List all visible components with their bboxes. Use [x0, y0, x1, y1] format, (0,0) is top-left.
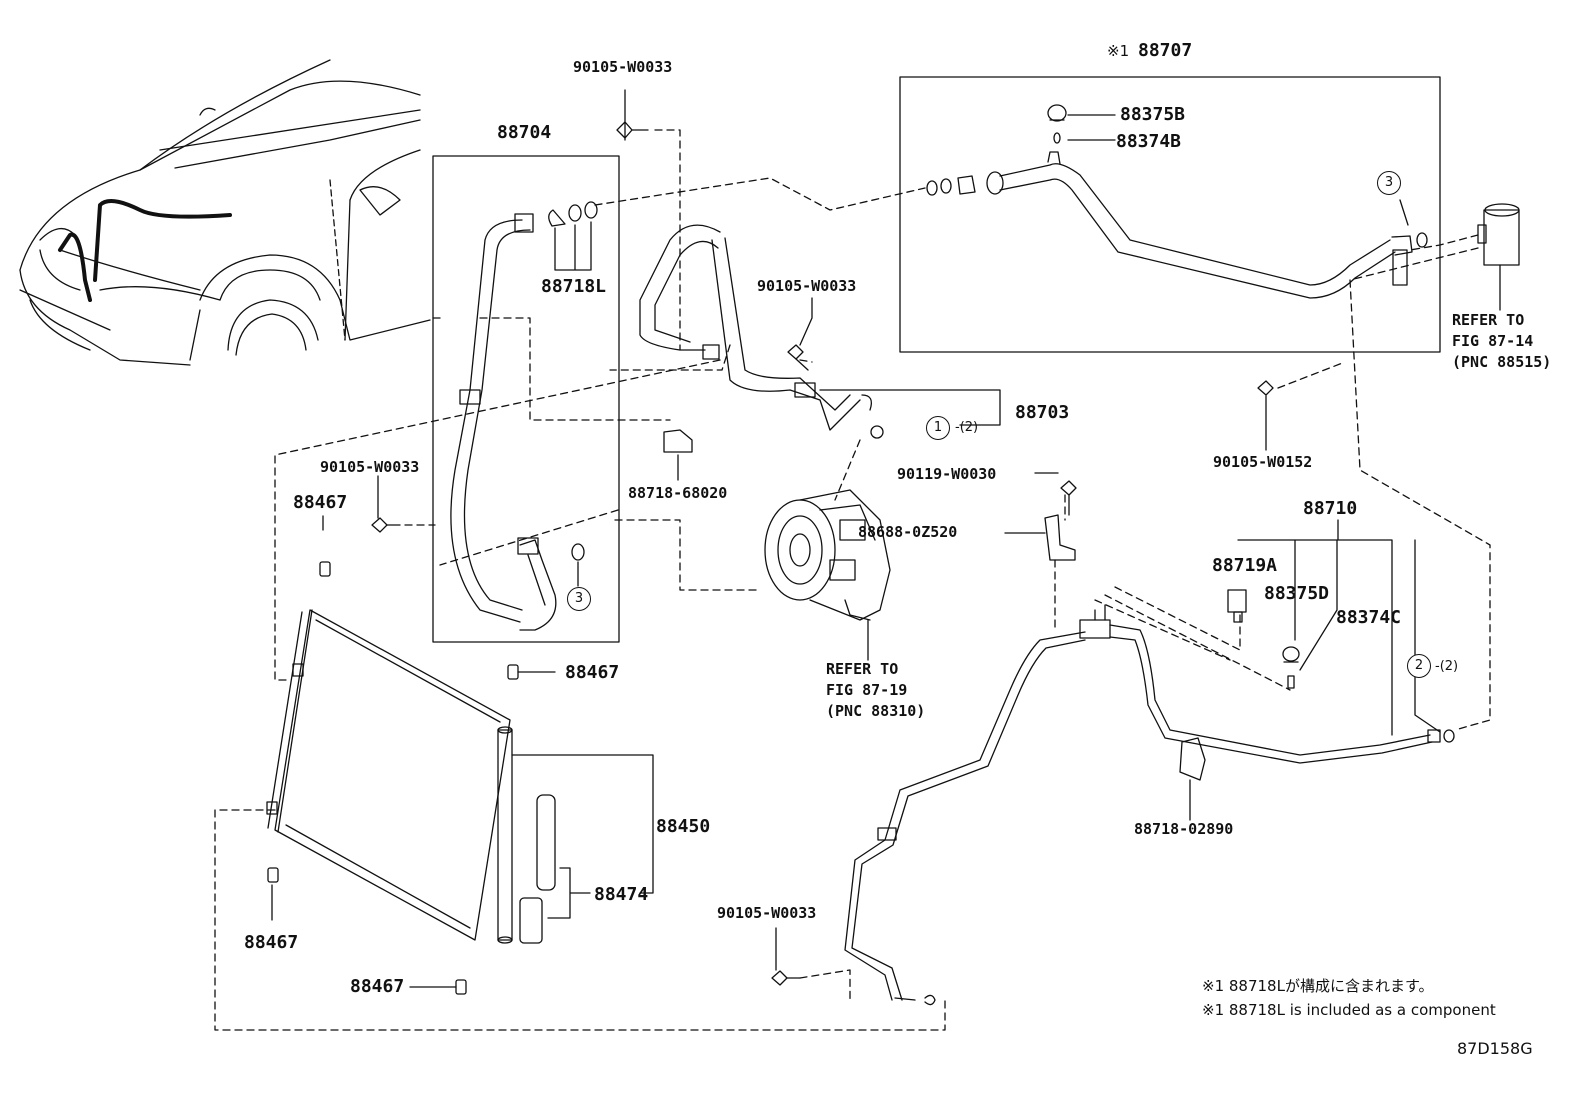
label-88467-top[interactable]: 88467: [293, 492, 348, 513]
note-english: ※1 88718L is included as a component: [1202, 1001, 1496, 1019]
figure-id: 87D158G: [1457, 1039, 1533, 1058]
refer-line: REFER TO: [1452, 311, 1525, 329]
dashed-leaders: [214, 129, 1491, 1031]
hose-88703: [639, 224, 873, 431]
label-bolt-tube[interactable]: 90105-W0033: [717, 904, 817, 922]
box-88704: [432, 155, 620, 643]
callout-1-qty: -(2): [955, 420, 979, 435]
tube-88710: [844, 604, 1455, 1006]
component-mark: ※1: [1107, 42, 1130, 60]
label-88704[interactable]: 88704: [497, 122, 552, 143]
label-bolt-condenser[interactable]: 90105-W0033: [320, 458, 420, 476]
label-sensor[interactable]: 88688-0Z520: [858, 523, 958, 541]
refer-line: REFER TO: [826, 660, 899, 678]
clamp-88718-02890: [1179, 737, 1206, 781]
label-clamp-68020[interactable]: 88718-68020: [628, 484, 728, 502]
condenser-parts: [267, 515, 591, 995]
compressor: [764, 489, 891, 661]
label-88375D[interactable]: 88375D: [1264, 583, 1330, 604]
expansion-valve: [1477, 203, 1520, 311]
bolts: [371, 89, 1274, 986]
label-88718L[interactable]: 88718L: [541, 276, 607, 297]
callout-3-88707[interactable]: 3: [1377, 171, 1401, 195]
label-bolt-top[interactable]: 90105-W0033: [573, 58, 673, 76]
label-88375B[interactable]: 88375B: [1120, 104, 1186, 125]
refer-line: FIG 87-14: [1452, 332, 1534, 350]
note-japanese: ※1 88718Lが構成に含まれます。: [1202, 977, 1434, 995]
label-88467-left[interactable]: 88467: [244, 932, 299, 953]
vehicle-outline: [19, 59, 431, 366]
label-88374C[interactable]: 88374C: [1336, 607, 1402, 628]
clamp-88718-68020: [663, 429, 693, 453]
callout-1[interactable]: 1: [926, 416, 950, 440]
refer-line: FIG 87-19: [826, 681, 908, 699]
label-88710[interactable]: 88710: [1303, 498, 1358, 519]
label-bolt-hose[interactable]: 90105-W0033: [757, 277, 857, 295]
refer-line: (PNC 88310): [826, 702, 926, 720]
label-88467-bottom[interactable]: 88467: [350, 976, 405, 997]
hose-88704: [450, 213, 557, 631]
label-88450[interactable]: 88450: [656, 816, 711, 837]
callout-3-88704[interactable]: 3: [567, 587, 591, 611]
label-88474[interactable]: 88474: [594, 884, 649, 905]
vehicle-hoses: [58, 199, 232, 302]
tube-88710-parts: [1227, 519, 1441, 736]
label-bolt-sensor[interactable]: 90119-W0030: [897, 465, 997, 483]
label-88707[interactable]: 88707: [1138, 40, 1193, 61]
callout-2-qty: -(2): [1435, 659, 1459, 674]
callout-2[interactable]: 2: [1407, 654, 1431, 678]
label-88467-right[interactable]: 88467: [565, 662, 620, 683]
label-bolt-valve[interactable]: 90105-W0152: [1213, 453, 1313, 471]
refer-line: (PNC 88515): [1452, 353, 1552, 371]
tube-88707: [986, 151, 1413, 299]
sensor: [1044, 514, 1076, 561]
condenser: [266, 609, 654, 944]
box-88707: [899, 76, 1441, 353]
label-88703[interactable]: 88703: [1015, 402, 1070, 423]
label-88374B[interactable]: 88374B: [1116, 131, 1182, 152]
label-clamp-02890[interactable]: 88718-02890: [1134, 820, 1234, 838]
label-88719A[interactable]: 88719A: [1212, 555, 1278, 576]
